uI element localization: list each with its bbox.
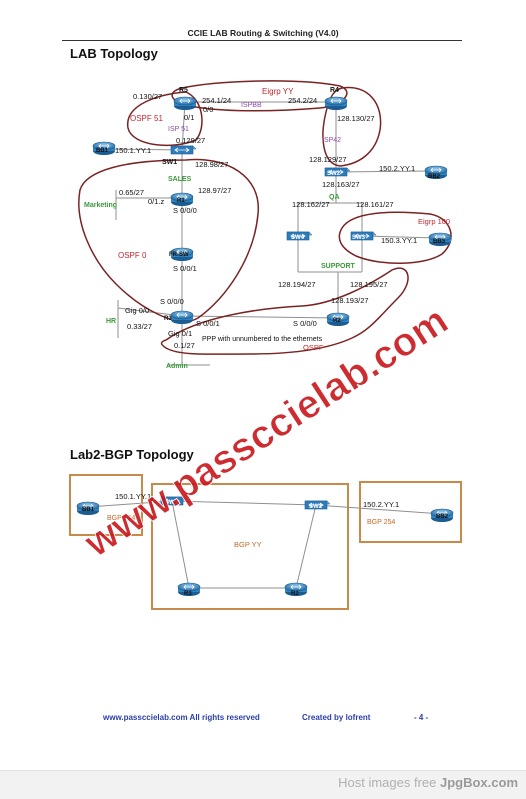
label-marketing: Marketing <box>84 202 117 209</box>
loop-ospf51 <box>127 91 203 147</box>
footer-site[interactable]: www.passccielab.com All rights reserved <box>103 713 260 722</box>
label-sw3-up: 128.161/27 <box>356 200 394 209</box>
bgp-bb2-name: BB2 <box>436 514 449 520</box>
label-r3-gig01: Gig 0/1 <box>168 329 192 338</box>
bgp-topology-title: Lab2-BGP Topology <box>70 447 194 462</box>
label-eigrp-yy: Eigrp YY <box>262 87 294 96</box>
r5-router-icon[interactable] <box>173 96 197 111</box>
label-ospf-r3r2: OSPF <box>303 343 324 352</box>
loop-eigrp100 <box>338 211 452 264</box>
label-eigrp100: Eigrp 100 <box>418 217 450 226</box>
sw4-name: SW4 <box>291 235 305 241</box>
r1-name: R1 <box>177 198 185 204</box>
label-ospf51: OSPF 51 <box>130 114 163 123</box>
label-hr-ip: 0.33/27 <box>127 322 152 331</box>
label-fr-s001: S 0/0/1 <box>173 264 197 273</box>
label-isp51: ISP 51 <box>168 126 189 133</box>
label-isp42: ISP42 <box>322 137 341 144</box>
r3-router-icon[interactable] <box>170 310 194 325</box>
bgp-bb1-name: BB1 <box>82 507 95 513</box>
bgp-sw2-name: SW2 <box>309 504 323 510</box>
label-sw4-up: 128.162/27 <box>292 200 330 209</box>
label-r5-left: 0.130/27 <box>133 92 162 101</box>
document-page: CCIE LAB Routing & Switching (V4.0) LAB … <box>62 28 462 722</box>
bgp-label-254-left: BGP 254 <box>107 515 135 522</box>
header-title: CCIE LAB Routing & Switching (V4.0) <box>187 28 339 38</box>
image-host-link[interactable]: Host images free JpgBox.com <box>338 775 518 790</box>
label-r3-gig00: Gig 0/0 <box>125 306 149 315</box>
footer-page-number: - 4 - <box>414 713 429 722</box>
bgp-label-bb2-link: 150.2.YY.1 <box>363 500 399 509</box>
label-sw2-down: 128.163/27 <box>322 180 360 189</box>
sw2-name: SW2 <box>327 171 341 177</box>
label-r3-s000: S 0/0/0 <box>160 297 184 306</box>
image-host-brand: JpgBox.com <box>439 775 518 790</box>
label-sw2-up: 128.129/27 <box>309 155 347 164</box>
label-bb2-link: 150.2.YY.1 <box>379 164 415 173</box>
r3-name: R3 <box>164 316 172 322</box>
bgp-label-bb1-link: 150.1.YY.1 <box>115 492 151 501</box>
image-host-prefix: Host images free <box>338 775 440 790</box>
label-mkt-ip: 0.65/27 <box>119 188 144 197</box>
bgp-label-yy: BGP YY <box>234 540 262 549</box>
label-r4-down: 128.130/27 <box>337 114 375 123</box>
label-sw1-up: 0.129/27 <box>176 136 205 145</box>
label-sales: SALES <box>168 176 192 183</box>
topology-diagrams: R5 R4 SW1 BB1 SW2 BB2 R1 FR-SW SW4 SW3 B… <box>69 80 462 610</box>
image-host-bar: Host images free JpgBox.com <box>0 770 526 799</box>
lab-topology-title: LAB Topology <box>70 46 158 61</box>
label-r3-01: 0.1/27 <box>174 341 195 350</box>
label-sw3-down: 128.195/27 <box>350 280 388 289</box>
label-admin: Admin <box>166 363 188 370</box>
label-r5-01: 0/1 <box>184 113 194 122</box>
sw1-switch-icon[interactable] <box>170 145 197 155</box>
label-r1-left: 0/1.z <box>148 197 165 206</box>
label-bb3-link: 150.3.YY.1 <box>381 236 417 245</box>
label-ispbb: ISPBB <box>241 102 262 109</box>
label-ppp-note: PPP with unnumbered to the ethernets <box>202 336 323 343</box>
label-bb1-link: 150.1.YY.1 <box>115 146 151 155</box>
bgp254-right-box <box>359 481 462 543</box>
bb1-name: BB1 <box>96 148 109 154</box>
label-sw1-right: 128.98/27 <box>195 160 228 169</box>
bgp-r2-name: R2 <box>291 591 299 597</box>
bgp-links <box>87 500 443 589</box>
bb2-name: BB2 <box>428 174 441 180</box>
label-ospf0: OSPF 0 <box>118 251 147 260</box>
bb3-name: BB3 <box>433 239 446 245</box>
label-r5-r4-right: 254.2/24 <box>288 96 317 105</box>
footer-author: Created by lofrent <box>302 713 371 722</box>
label-r5-zero: 0/0 <box>203 105 213 114</box>
label-r1-up: 128.97/27 <box>198 186 231 195</box>
r5-name: R5 <box>179 87 188 94</box>
label-r2-s000: S 0/0/0 <box>293 319 317 328</box>
bgp254-left-box <box>69 474 143 536</box>
label-qa: QA <box>329 194 340 201</box>
label-hr: HR <box>106 318 116 325</box>
label-sw4-down: 128.194/27 <box>278 280 316 289</box>
label-r5-r4-left: 254.1/24 <box>202 96 231 105</box>
bgp-area-boxes <box>69 474 462 610</box>
r2-name: R2 <box>333 318 341 324</box>
loop-ospf-r3r2 <box>160 267 409 355</box>
label-r2-up: 128.193/27 <box>331 296 369 305</box>
label-support: SUPPORT <box>321 263 356 270</box>
r4-router-icon[interactable] <box>324 96 348 111</box>
sw3-name: SW3 <box>352 235 366 241</box>
label-r1-s000: S 0/0/0 <box>173 206 197 215</box>
loop-ospf0 <box>78 158 259 323</box>
header-divider <box>62 40 462 41</box>
r4-name: R4 <box>330 87 339 94</box>
fr-sw-name: FR-SW <box>169 252 189 258</box>
label-r3-s001: S 0/0/1 <box>196 319 220 328</box>
topology-links <box>109 101 439 366</box>
bgp-r3-name: R3 <box>184 591 192 597</box>
bgp-sw1-name: SW1 <box>165 500 179 506</box>
bgp-label-254-right: BGP 254 <box>367 519 395 526</box>
bgp-yy-box <box>151 483 349 610</box>
sw1-name: SW1 <box>162 159 177 166</box>
